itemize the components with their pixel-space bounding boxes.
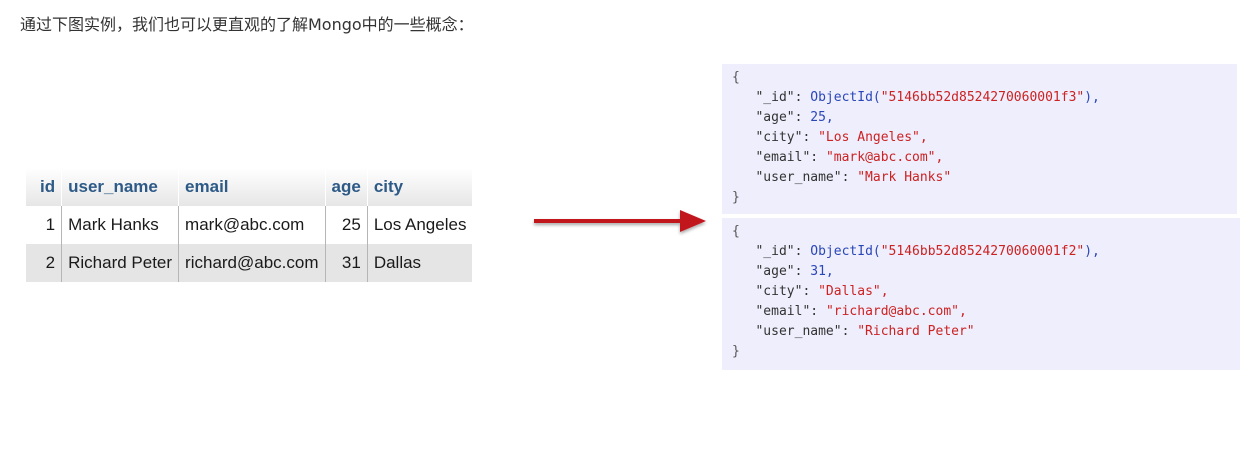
relational-table: id user_name email age city 1 Mark Hanks…	[26, 168, 473, 282]
field-value-id: "5146bb52d8524270060001f2"	[880, 244, 1085, 259]
arrow-right-icon	[534, 210, 706, 232]
cell-id: 1	[26, 206, 63, 244]
field-key-email: "email"	[755, 304, 811, 319]
column-header-id: id	[26, 168, 63, 206]
field-key-user-name: "user_name"	[755, 324, 842, 339]
cell-city: Los Angeles	[367, 206, 473, 244]
objectid-close: ),	[1084, 90, 1100, 105]
open-brace: {	[732, 70, 740, 85]
field-key-user-name: "user_name"	[755, 170, 842, 185]
objectid-function: ObjectId(	[810, 90, 881, 105]
field-key-id: "_id"	[755, 244, 795, 259]
column-header-age: age	[325, 168, 368, 206]
column-header-user-name: user_name	[61, 168, 180, 206]
field-key-email: "email"	[755, 150, 811, 165]
column-header-email: email	[178, 168, 326, 206]
cell-user-name: Richard Peter	[61, 244, 180, 282]
table-row: 2 Richard Peter richard@abc.com 31 Dalla…	[26, 244, 473, 282]
cell-city: Dallas	[367, 244, 473, 282]
field-key-id: "_id"	[755, 90, 795, 105]
open-brace: {	[732, 224, 740, 239]
table-row: 1 Mark Hanks mark@abc.com 25 Los Angeles	[26, 206, 473, 244]
field-value-user-name: "Richard Peter"	[857, 324, 975, 339]
field-value-email: "mark@abc.com",	[825, 150, 944, 165]
mongo-document-2: { "_id": ObjectId("5146bb52d852427006000…	[722, 218, 1240, 370]
table-header-row: id user_name email age city	[26, 168, 473, 206]
cell-user-name: Mark Hanks	[61, 206, 180, 244]
objectid-function: ObjectId(	[810, 244, 881, 259]
field-value-city: "Dallas",	[818, 284, 889, 299]
field-value-age: 31,	[810, 264, 834, 279]
close-brace: }	[732, 190, 740, 205]
field-value-email: "richard@abc.com",	[825, 304, 967, 319]
close-brace: }	[732, 344, 740, 359]
field-value-age: 25,	[810, 110, 834, 125]
intro-paragraph: 通过下图实例，我们也可以更直观的了解Mongo中的一些概念：	[20, 15, 474, 34]
objectid-close: ),	[1084, 244, 1100, 259]
field-key-age: "age"	[755, 110, 795, 125]
field-key-age: "age"	[755, 264, 795, 279]
field-value-city: "Los Angeles",	[818, 130, 928, 145]
cell-email: richard@abc.com	[178, 244, 326, 282]
mongo-document-1: { "_id": ObjectId("5146bb52d852427006000…	[722, 64, 1237, 214]
cell-email: mark@abc.com	[178, 206, 326, 244]
cell-id: 2	[26, 244, 63, 282]
column-header-city: city	[367, 168, 473, 206]
field-value-id: "5146bb52d8524270060001f3"	[880, 90, 1085, 105]
cell-age: 25	[325, 206, 368, 244]
field-value-user-name: "Mark Hanks"	[857, 170, 952, 185]
cell-age: 31	[325, 244, 368, 282]
field-key-city: "city"	[755, 130, 803, 145]
field-key-city: "city"	[755, 284, 803, 299]
